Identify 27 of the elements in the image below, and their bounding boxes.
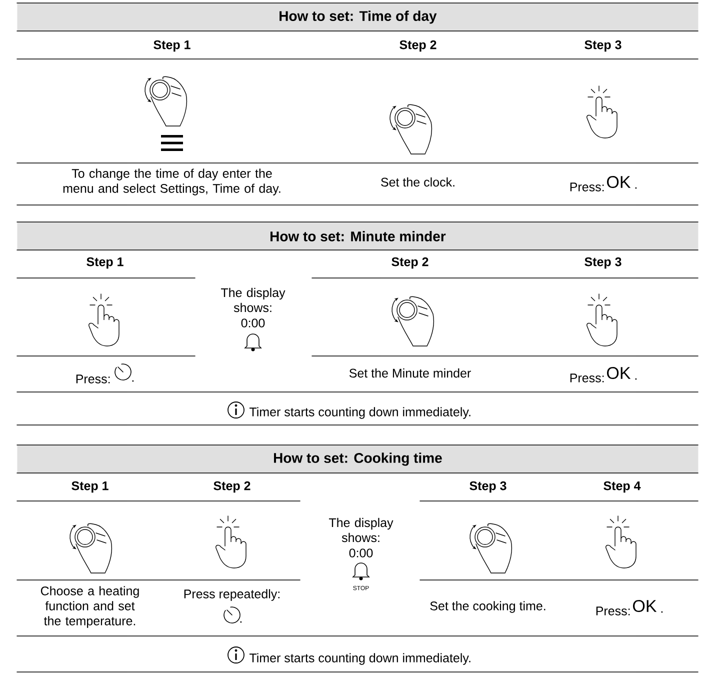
- display-text: The display shows:: [328, 518, 394, 542]
- instruction-text: To change the time of day enter the menu and select Settings, Time of day.: [63, 168, 280, 196]
- ok-symbol: OK: [633, 600, 657, 612]
- display-text: 0:00: [349, 548, 373, 558]
- section-header: How to set: Minute minder: [17, 222, 698, 250]
- instruction-text: Set the cooking time.: [430, 601, 546, 613]
- instruction-text: Choose a heating function and set the temperature.: [40, 586, 139, 628]
- instruction-text: Press repeatedly:: [184, 589, 280, 601]
- period: .: [240, 621, 242, 623]
- display-text: The display shows:: [220, 288, 286, 312]
- instruction-text: Press:: [76, 374, 110, 384]
- instruction-text: Press:: [570, 182, 604, 192]
- display-text: 0:00: [241, 318, 265, 328]
- info-note: Timer starts counting down immediately.: [250, 407, 470, 419]
- instruction-text: Set the clock.: [381, 177, 454, 187]
- period: .: [635, 187, 637, 189]
- section-header: How to set: Cooking time: [17, 445, 698, 474]
- section-header: How to set: Time of day: [17, 3, 698, 32]
- info-note: Timer starts counting down immediately.: [250, 653, 470, 665]
- period: .: [661, 611, 663, 613]
- instruction-text: Press:: [596, 606, 630, 616]
- period: .: [635, 378, 637, 380]
- ok-symbol: OK: [607, 176, 631, 188]
- instruction-text: Set the Minute minder: [349, 368, 471, 378]
- ok-symbol: OK: [607, 366, 631, 380]
- instruction-text: Press:: [570, 374, 604, 382]
- period: .: [132, 380, 134, 382]
